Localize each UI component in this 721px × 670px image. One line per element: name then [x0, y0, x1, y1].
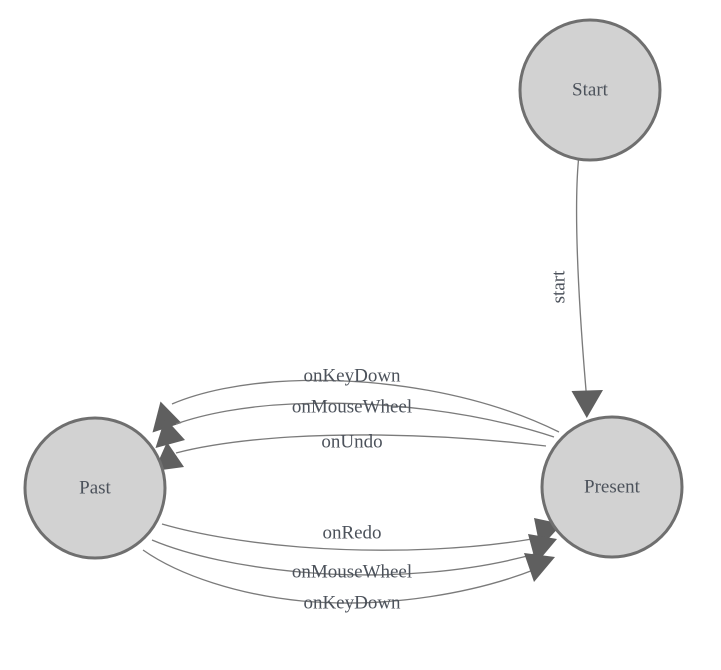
- arrowhead-start-to-present: [571, 390, 603, 418]
- node-start[interactable]: Start: [518, 18, 662, 162]
- node-past-label: Past: [79, 477, 111, 498]
- edge-past-to-present-redo[interactable]: onRedo: [161, 518, 562, 551]
- node-start-circle: [518, 18, 662, 162]
- edge-path-mousewheel-dn: [151, 539, 539, 576]
- node-present-circle: [540, 415, 684, 559]
- arrowhead-present-to-past-keydown: [152, 401, 182, 433]
- edge-present-to-past-undo[interactable]: onUndo: [154, 431, 547, 471]
- arrowhead-past-to-present-keydown: [524, 553, 555, 582]
- edge-path-keydown-up: [171, 379, 560, 433]
- edge-path-undo: [175, 434, 547, 454]
- edge-present-to-past-keydown[interactable]: onKeyDown: [152, 365, 560, 433]
- edge-label-keydown-up: onKeyDown: [303, 365, 401, 386]
- edge-start-to-present[interactable]: start: [548, 159, 603, 419]
- node-present-label: Present: [584, 476, 641, 497]
- edge-label-undo: onUndo: [321, 431, 382, 452]
- edge-path-start: [575, 159, 588, 397]
- edge-label-mousewheel-up: onMouseWheel: [292, 396, 412, 417]
- edge-path-redo: [161, 523, 544, 551]
- edge-past-to-present-keydown[interactable]: onKeyDown: [142, 549, 555, 613]
- edge-path-mousewheel-up: [175, 402, 555, 438]
- node-past-circle: [23, 416, 167, 560]
- edge-path-keydown-dn: [142, 549, 537, 604]
- edge-label-redo: onRedo: [322, 522, 381, 543]
- node-past[interactable]: Past: [23, 416, 167, 560]
- edge-past-to-present-mousewheel[interactable]: onMouseWheel: [151, 534, 557, 582]
- node-start-label: Start: [572, 79, 609, 100]
- arrowhead-present-to-past-mousewheel: [155, 418, 185, 448]
- node-present[interactable]: Present: [540, 415, 684, 559]
- edge-label-start: start: [548, 270, 569, 303]
- edge-present-to-past-mousewheel[interactable]: onMouseWheel: [155, 396, 555, 448]
- edge-label-keydown-dn: onKeyDown: [303, 592, 401, 613]
- edge-label-mousewheel-dn: onMouseWheel: [292, 561, 412, 582]
